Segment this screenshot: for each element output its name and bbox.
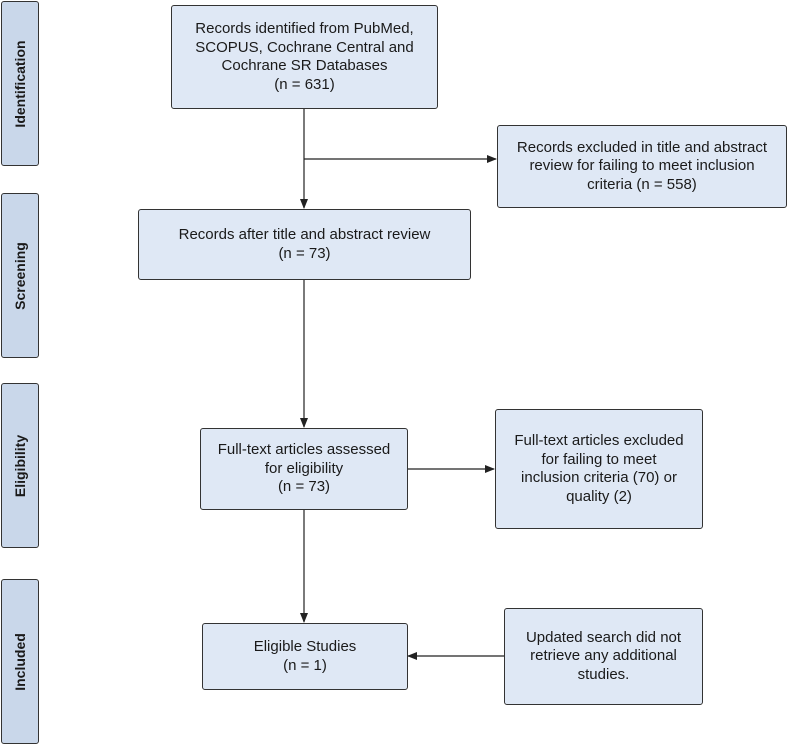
updated-search-line-3: studies.	[577, 665, 630, 683]
fulltext-assessed-line-3: (n = 73)	[277, 478, 331, 496]
records-excluded-title-line-2: review for failing to meet inclusion	[529, 157, 755, 175]
stage-screening: Screening	[1, 193, 39, 358]
records-identified-line-1: Records identified from PubMed,	[195, 20, 414, 37]
fulltext-excluded-line-4: quality (2)	[566, 487, 632, 505]
box-records-identified: Records identified from PubMed, SCOPUS, …	[171, 5, 438, 109]
stage-included: Included	[1, 579, 39, 744]
eligible-studies-line-1: Eligible Studies	[253, 638, 357, 655]
stage-eligibility: Eligibility	[1, 383, 39, 548]
records-after-review-line-1: Records after title and abstract review	[178, 226, 431, 243]
fulltext-excluded-line-1: Full-text articles excluded	[514, 432, 684, 449]
fulltext-assessed-line-2: for eligibility	[264, 459, 344, 477]
box-fulltext-assessed: Full-text articles assessed for eligibil…	[200, 428, 408, 510]
box-records-excluded-title: Records excluded in title and abstract r…	[497, 125, 787, 208]
records-after-review-line-2: (n = 73)	[278, 244, 331, 262]
records-identified-line-2: SCOPUS, Cochrane Central and	[195, 38, 414, 56]
stage-identification: Identification	[1, 1, 39, 166]
records-excluded-title-line-1: Records excluded in title and abstract	[516, 138, 768, 156]
records-identified-line-3: Cochrane SR Databases	[221, 57, 388, 74]
fulltext-excluded-line-2: for failing to meet	[541, 450, 657, 468]
updated-search-line-1: Updated search did not	[525, 628, 682, 646]
fulltext-assessed-line-1: Full-text articles assessed	[217, 441, 391, 459]
box-updated-search: Updated search did not retrieve any addi…	[504, 608, 703, 705]
records-identified-line-4: (n = 631)	[274, 75, 335, 93]
fulltext-excluded-line-3: inclusion criteria (70) or	[521, 469, 677, 486]
box-fulltext-excluded: Full-text articles excluded for failing …	[495, 409, 703, 529]
eligible-studies-line-2: (n = 1)	[283, 656, 327, 674]
box-records-after-review: Records after title and abstract review …	[138, 209, 471, 280]
box-eligible-studies: Eligible Studies (n = 1)	[202, 623, 408, 690]
updated-search-line-2: retrieve any additional	[530, 647, 677, 665]
records-excluded-title-line-3: criteria (n = 558)	[587, 175, 697, 193]
